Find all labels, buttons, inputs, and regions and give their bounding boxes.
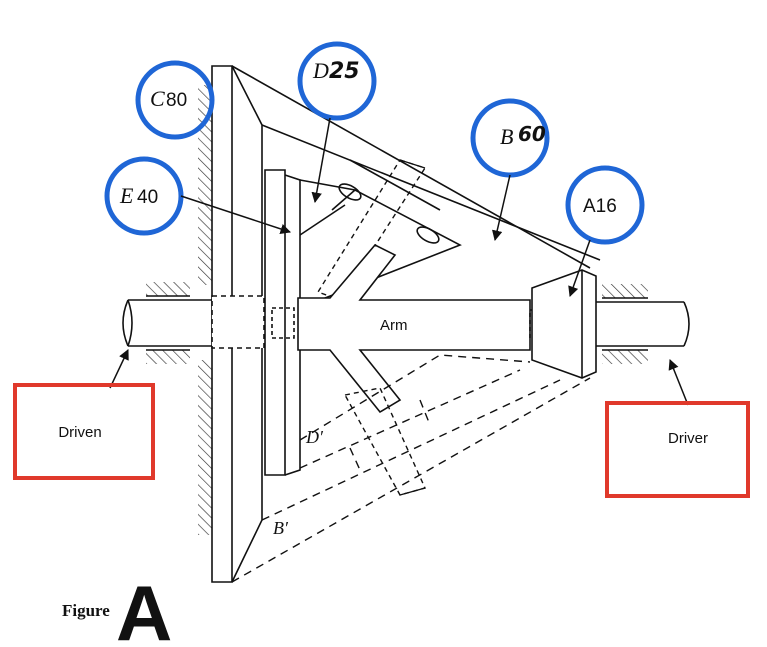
label-circle-b: B 60 xyxy=(470,98,550,178)
label-b-teeth: 60 xyxy=(518,122,546,146)
right-shaft xyxy=(596,301,690,347)
driven-label: Driven xyxy=(58,424,101,441)
label-circle-d: D 25 xyxy=(297,41,377,121)
label-circle-a: A16 xyxy=(565,165,645,245)
d-prime-label: D′ xyxy=(305,427,324,447)
driver-box: Driver xyxy=(605,401,750,498)
left-wall-hatching xyxy=(198,85,212,535)
bearing-blocks xyxy=(146,282,648,364)
driven-box: Driven xyxy=(13,383,155,480)
caption-letter: A xyxy=(116,569,172,642)
planet-gear-lower-dashed xyxy=(231,354,591,583)
label-e-letter: E xyxy=(119,183,134,208)
label-circle-e: E 40 xyxy=(104,156,184,236)
leader-lines xyxy=(109,117,689,406)
b-prime-label: B′ xyxy=(273,518,289,538)
arm xyxy=(271,244,559,414)
label-a: A16 xyxy=(583,196,617,217)
figure-caption: Figure A xyxy=(62,569,172,647)
planet-pin-lower xyxy=(343,387,426,496)
driver-label: Driver xyxy=(668,430,708,447)
gear-a xyxy=(531,269,597,379)
label-circle-c: C 80 xyxy=(135,60,215,140)
left-shaft xyxy=(122,299,212,347)
label-d-teeth: 25 xyxy=(329,59,360,84)
label-b-letter: B xyxy=(500,124,513,149)
label-c-teeth: 80 xyxy=(166,90,187,111)
planet-gear-body xyxy=(299,159,462,301)
arm-label: Arm xyxy=(380,317,408,334)
label-d-letter: D xyxy=(312,58,329,83)
caption-word: Figure xyxy=(62,601,110,620)
label-e-teeth: 40 xyxy=(137,187,158,208)
gear-c xyxy=(211,65,601,583)
label-c-letter: C xyxy=(150,86,165,111)
